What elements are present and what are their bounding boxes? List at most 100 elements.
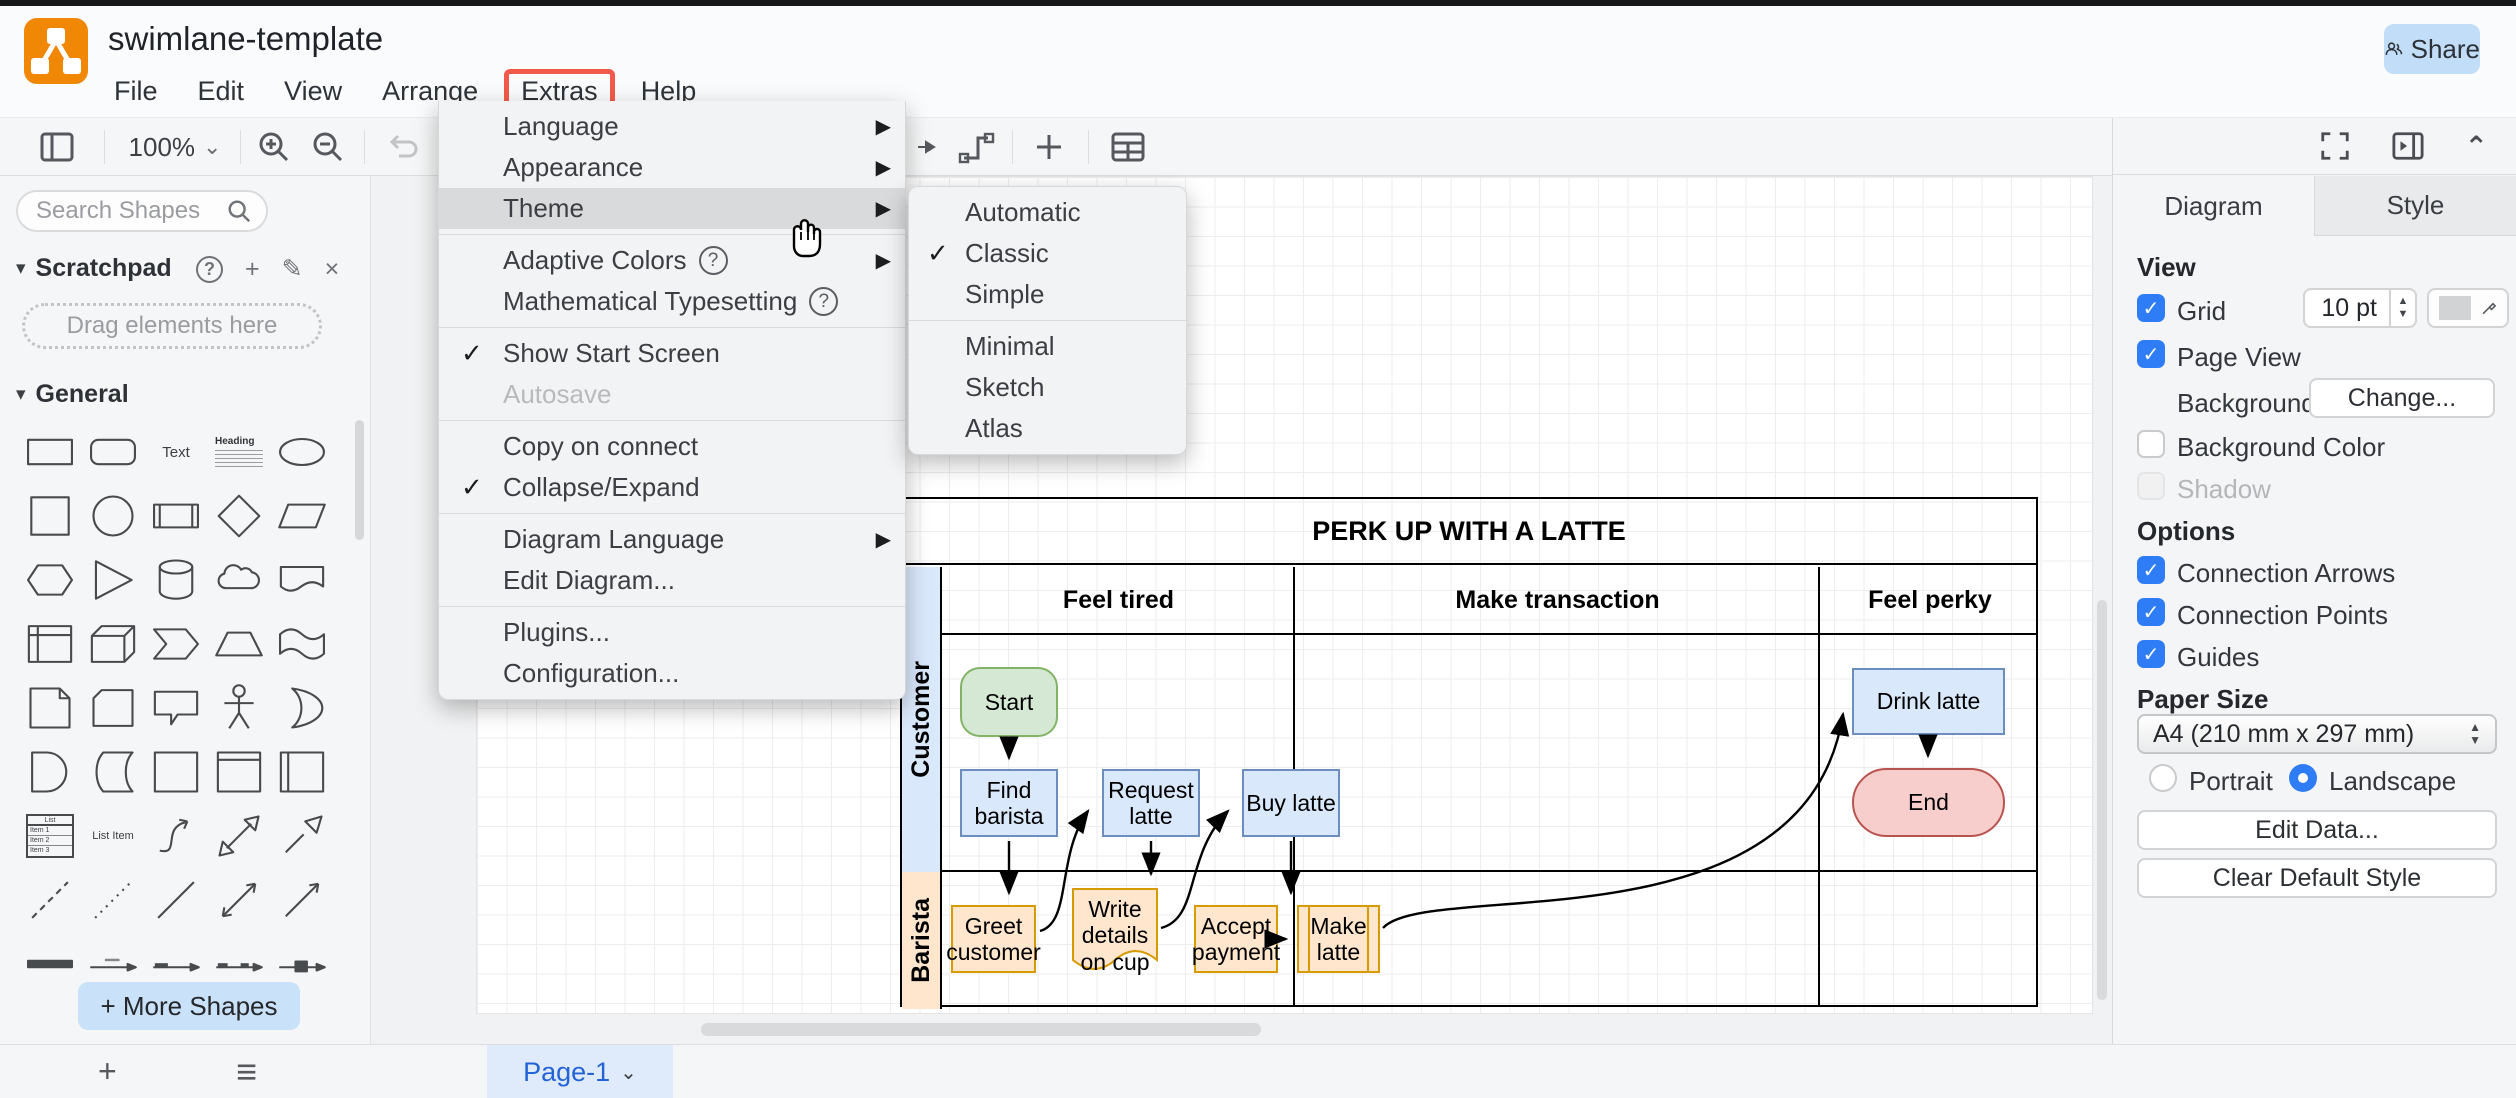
shape-curve[interactable] xyxy=(150,810,202,862)
share-button[interactable]: Share xyxy=(2384,24,2480,74)
menu-item-classic[interactable]: ✓Classic xyxy=(909,233,1186,274)
shape-container-title[interactable] xyxy=(213,746,265,798)
change-background-button[interactable]: Change... xyxy=(2309,378,2495,418)
pool-title[interactable]: PERK UP WITH A LATTE xyxy=(902,499,2036,565)
shape-vertical-container[interactable] xyxy=(276,746,328,798)
menu-item-copy-on-connect[interactable]: Copy on connect xyxy=(439,426,905,467)
shape-arrow-label[interactable] xyxy=(87,938,139,990)
menubar-item-help[interactable]: Help xyxy=(640,75,697,106)
arrow-style-icon[interactable] xyxy=(912,118,940,176)
shape-cylinder[interactable] xyxy=(150,554,202,606)
phase-make-transaction[interactable]: Make transaction xyxy=(1455,585,1660,614)
node-end[interactable]: End xyxy=(1852,768,2005,837)
shape-connector-source[interactable] xyxy=(150,938,202,990)
shape-list-item[interactable]: List Item xyxy=(92,830,134,842)
shape-rectangle[interactable] xyxy=(24,426,76,478)
shape-dashed-line[interactable] xyxy=(24,874,76,926)
tab-diagram[interactable]: Diagram xyxy=(2164,190,2263,221)
portrait-radio[interactable] xyxy=(2149,764,2177,792)
scratchpad-edit-icon[interactable]: ✎ xyxy=(281,255,303,283)
menu-item-autosave[interactable]: Autosave xyxy=(439,374,905,415)
shape-note[interactable] xyxy=(24,682,76,734)
grid-checkbox[interactable]: ✓ xyxy=(2137,294,2165,322)
node-write[interactable]: Write details on cup xyxy=(1072,888,1158,988)
undo-button[interactable] xyxy=(376,118,428,176)
shape-connector-target[interactable] xyxy=(213,938,265,990)
menubar-item-file[interactable]: File xyxy=(114,75,158,106)
scratchpad-help-icon[interactable]: ? xyxy=(196,255,223,283)
menu-item-show-start-screen[interactable]: ✓Show Start Screen xyxy=(439,333,905,374)
shape-arrow[interactable] xyxy=(276,810,328,862)
search-shapes-box[interactable] xyxy=(16,190,268,232)
menubar-item-view[interactable]: View xyxy=(284,75,343,106)
lane-barista[interactable]: Barista xyxy=(902,872,942,1009)
phase-feel-perky[interactable]: Feel perky xyxy=(1868,585,1992,614)
node-start[interactable]: Start xyxy=(960,667,1058,737)
node-buy[interactable]: Buy latte xyxy=(1242,769,1340,837)
scratchpad-add-icon[interactable]: + xyxy=(245,254,260,283)
shape-dotted-line[interactable] xyxy=(87,874,139,926)
menu-item-mathematical-typesetting[interactable]: Mathematical Typesetting? xyxy=(439,281,905,322)
swimlane-pool[interactable]: PERK UP WITH A LATTE Feel tired Make tran… xyxy=(900,497,2038,1009)
grid-size-input[interactable]: 10 pt xyxy=(2303,288,2391,328)
collapse-panel-icon[interactable]: ⌃ xyxy=(2464,130,2488,162)
guides-checkbox[interactable]: ✓ xyxy=(2137,640,2165,668)
shape-bidirectional-arrow[interactable] xyxy=(213,810,265,862)
waypoints-button[interactable] xyxy=(948,118,1004,176)
zoom-in-button[interactable] xyxy=(248,118,300,176)
menu-item-atlas[interactable]: Atlas xyxy=(909,408,1186,449)
node-make[interactable]: Make latte xyxy=(1297,905,1380,973)
shape-actor[interactable] xyxy=(213,682,265,734)
shape-document[interactable] xyxy=(276,554,328,606)
shape-process[interactable] xyxy=(150,490,202,542)
scratchpad-close-icon[interactable]: × xyxy=(324,254,340,283)
node-greet[interactable]: Greet customer xyxy=(946,905,1041,973)
shape-diamond[interactable] xyxy=(213,490,265,542)
menu-item-collapse-expand[interactable]: ✓Collapse/Expand xyxy=(439,467,905,508)
shape-link[interactable] xyxy=(24,938,76,990)
shape-or[interactable] xyxy=(276,682,328,734)
shape-directional-line[interactable] xyxy=(276,874,328,926)
node-accept[interactable]: Accept payment xyxy=(1192,905,1280,973)
shape-bidirectional-line[interactable] xyxy=(213,874,265,926)
lane-customer[interactable]: Customer xyxy=(902,567,942,872)
sidebar-scrollbar[interactable] xyxy=(355,420,364,540)
shape-trapezoid[interactable] xyxy=(213,618,265,670)
node-find[interactable]: Find barista xyxy=(960,769,1058,837)
add-page-button[interactable]: + xyxy=(98,1053,117,1089)
menu-item-theme[interactable]: Theme▶ xyxy=(439,188,905,229)
menu-item-diagram-language[interactable]: Diagram Language▶ xyxy=(439,519,905,560)
shape-container[interactable] xyxy=(150,746,202,798)
menu-item-minimal[interactable]: Minimal xyxy=(909,326,1186,367)
shape-text[interactable]: Text xyxy=(162,443,190,461)
shape-connector-symbol[interactable] xyxy=(276,938,328,990)
node-drink[interactable]: Drink latte xyxy=(1852,668,2005,735)
phase-feel-tired[interactable]: Feel tired xyxy=(1062,585,1175,614)
shape-and[interactable] xyxy=(24,746,76,798)
fullscreen-icon[interactable] xyxy=(2319,130,2351,162)
edit-data-button[interactable]: Edit Data... xyxy=(2137,810,2497,850)
shape-data-storage[interactable] xyxy=(87,746,139,798)
paper-size-select[interactable]: A4 (210 mm x 297 mm) ▲▼ xyxy=(2137,714,2497,754)
shape-step[interactable] xyxy=(150,618,202,670)
vertical-scrollbar[interactable] xyxy=(2097,600,2107,1000)
menubar-item-edit[interactable]: Edit xyxy=(197,75,245,106)
menu-item-adaptive-colors[interactable]: Adaptive Colors?▶ xyxy=(439,240,905,281)
landscape-radio[interactable] xyxy=(2289,764,2317,792)
menu-item-plugins[interactable]: Plugins... xyxy=(439,612,905,653)
shape-tape[interactable] xyxy=(276,618,328,670)
zoom-dropdown[interactable]: 100% ⌄ xyxy=(120,118,230,176)
shape-ellipse[interactable] xyxy=(276,426,328,478)
menu-item-edit-diagram[interactable]: Edit Diagram... xyxy=(439,560,905,601)
page-tab[interactable]: Page-1 ⌄ xyxy=(487,1045,673,1098)
menu-item-appearance[interactable]: Appearance▶ xyxy=(439,147,905,188)
horizontal-scrollbar[interactable] xyxy=(701,1023,1261,1036)
general-section-header[interactable]: ▾ General xyxy=(16,380,129,409)
menu-item-language[interactable]: Language▶ xyxy=(439,106,905,147)
shape-line[interactable] xyxy=(150,874,202,926)
connection-arrows-checkbox[interactable]: ✓ xyxy=(2137,556,2165,584)
scratchpad-drop-zone[interactable]: Drag elements here xyxy=(22,303,322,349)
shape-parallelogram[interactable] xyxy=(276,490,328,542)
shape-heading[interactable]: Heading xyxy=(213,426,265,478)
